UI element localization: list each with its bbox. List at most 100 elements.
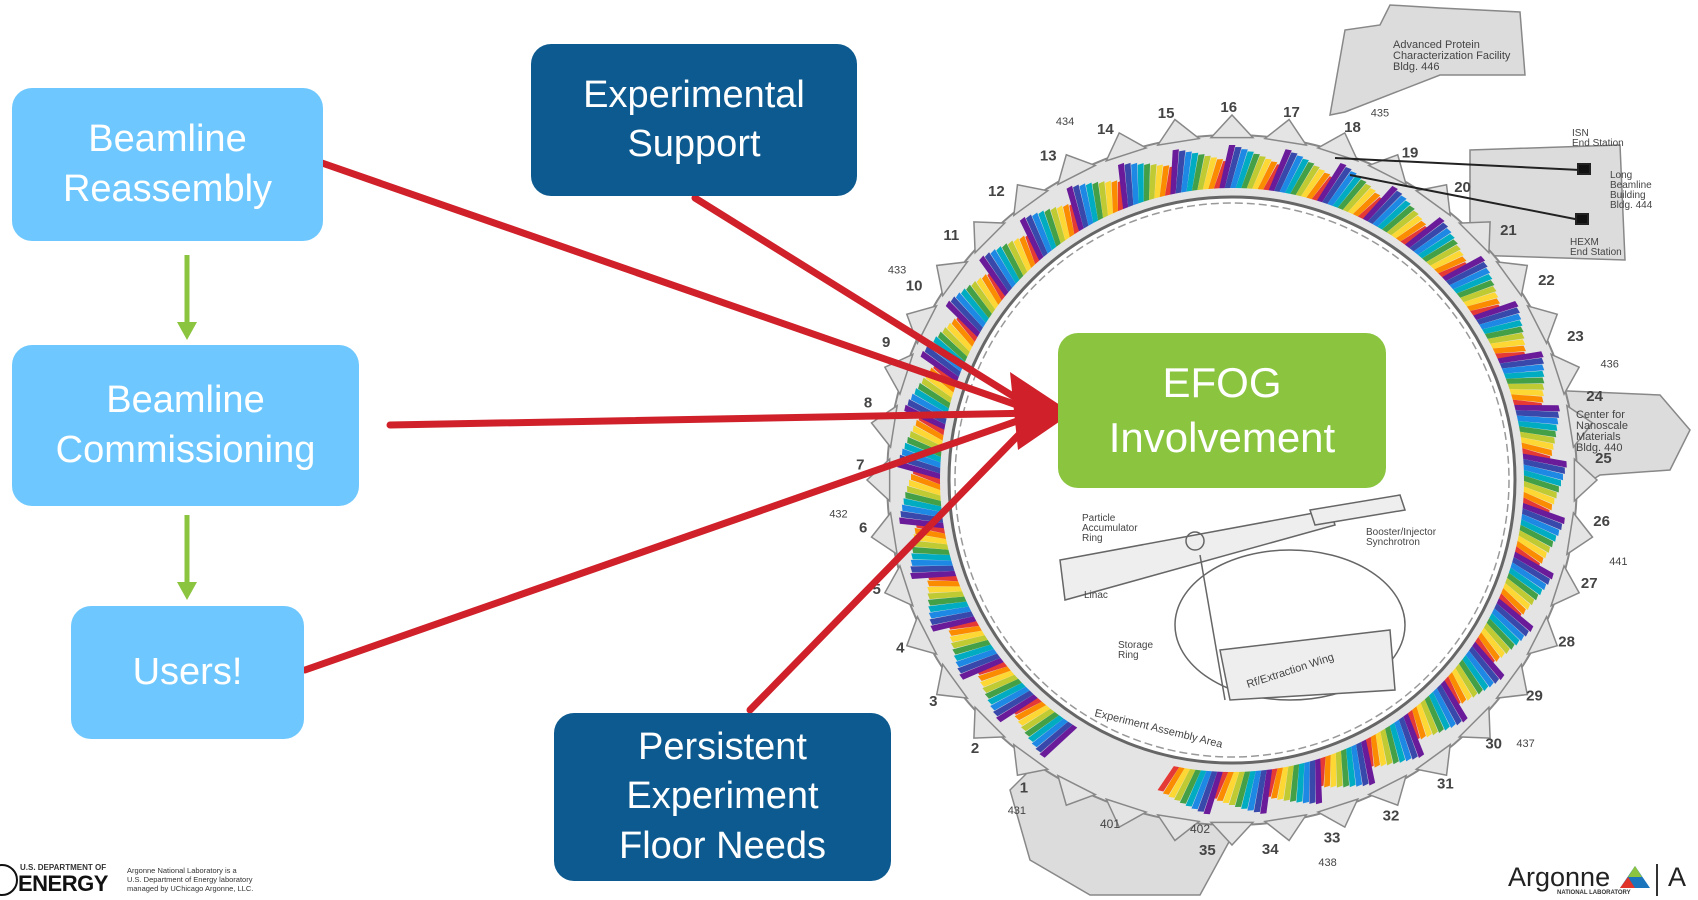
beamline-fan-segment (927, 586, 963, 593)
beamline-fan-segment (1191, 154, 1205, 191)
red-arrows (301, 159, 1044, 714)
beamline-fan-segment (1523, 475, 1559, 493)
beamline-fan-segment (979, 255, 1009, 297)
sector-label: 12 (988, 183, 1005, 200)
beamline-fan-segment (1426, 244, 1461, 266)
beamline-fan-segment (1521, 442, 1553, 457)
beamline-fan-segment (990, 249, 1016, 288)
beamline-fan-segment (945, 300, 981, 338)
beamline-fan-segment (950, 296, 983, 333)
beamline-fan-segment (1342, 183, 1372, 212)
beamline-fan-segment (984, 252, 1013, 293)
beamline-fan-segment (1035, 721, 1073, 753)
sector-label: 34 (1262, 841, 1279, 858)
beamline-fan-segment (1162, 767, 1185, 795)
beamline-fan-segment (1066, 185, 1084, 232)
beamline-fan-segment (1511, 394, 1544, 403)
beamline-fan-segment (1491, 608, 1525, 642)
ring-tooth (1549, 564, 1581, 608)
beamline-fan-segment (1309, 759, 1316, 804)
ring-tooth (883, 564, 915, 608)
sector-label: 17 (1283, 104, 1300, 121)
beamline-fan-segment (1063, 203, 1075, 238)
beamline-fan-segment (1235, 151, 1254, 189)
beamline-reassembly-box: Beamline Reassembly (12, 88, 323, 241)
beamline-fan-segment (1413, 228, 1452, 255)
sector-label: 33 (1324, 829, 1341, 846)
beamline-fan-segment (1098, 181, 1108, 219)
beamline-fan-segment (1482, 320, 1523, 335)
beamline-fan-segment (915, 419, 944, 441)
beamline-fan-segment (1445, 261, 1488, 286)
ring-tooth (1573, 457, 1599, 503)
beamline-fan-segment (1507, 572, 1539, 601)
beamline-fan-segment (1347, 188, 1376, 215)
beamline-fan-segment (928, 606, 972, 619)
beamline-fan-segment (1519, 431, 1555, 444)
beamline-fan-segment (1432, 688, 1456, 729)
beamline-fan-segment (910, 559, 953, 566)
beamline-fan-segment (901, 504, 943, 518)
beamline-fan-segment (1422, 239, 1458, 262)
cut-logo-letter: A (1668, 862, 1687, 892)
ring-tooth (1366, 774, 1408, 807)
beamline-fan-segment (1523, 486, 1555, 505)
arrow-support-to-efog (691, 194, 1044, 417)
beamline-fan-segment (1517, 420, 1558, 431)
beamline-fan-segment (1462, 655, 1489, 692)
beamline-fan-segment (1270, 767, 1283, 799)
beamline-fan-segment (1505, 577, 1535, 606)
beamline-fan-segment (1079, 183, 1094, 226)
beamline-fan-segment (1072, 184, 1089, 229)
beamline-fan-segment (1448, 672, 1467, 704)
sector-label: 16 (1220, 99, 1237, 116)
beamline-fan-segment (911, 546, 950, 556)
beamline-fan-segment (1449, 267, 1491, 290)
beamline-fan-segment (952, 639, 991, 655)
sector-label: 23 (1567, 328, 1584, 345)
beamline-fan-segment (1277, 766, 1289, 800)
beamline-fan-segment (1460, 286, 1497, 303)
sector-label: 29 (1526, 688, 1543, 705)
beamline-fan-segment (1241, 771, 1256, 809)
beamline-fan-segment (1056, 205, 1070, 241)
sector-label: 18 (1344, 119, 1361, 136)
beamline-fan-segment (1203, 771, 1223, 815)
doe-energy-text: ENERGY (18, 871, 108, 896)
rf-extraction-wing (1219, 629, 1396, 701)
transport-line (1199, 554, 1226, 701)
beamline-fan-segment (1289, 764, 1300, 802)
beamline-fan-segment (1230, 149, 1248, 189)
beamline-fan-segment (907, 485, 941, 501)
beamline-fan-segment (1372, 195, 1407, 227)
sector-label: 4 (896, 639, 905, 656)
sector-label: 32 (1383, 807, 1400, 824)
beamline-fan-segment (1522, 508, 1563, 531)
booster-synchrotron (1174, 549, 1406, 701)
beamline-fan-segment (1219, 145, 1236, 189)
sector-label: 28 (1558, 633, 1575, 650)
red-arrowhead (1010, 372, 1072, 450)
beamline-fan-segment (1002, 243, 1024, 280)
beamline-fan-segment (1510, 562, 1547, 591)
doe-seal-icon (0, 864, 18, 896)
beamline-fan-segment (949, 630, 985, 643)
beamline-fan-segment (1434, 256, 1467, 274)
beamline-fan-segment (1424, 695, 1444, 734)
beamline-fan-segment (1011, 698, 1042, 715)
beamline-fan-segment (1451, 667, 1472, 701)
doe-dept-text: U.S. DEPARTMENT OF (20, 863, 107, 872)
building-446 (1329, 4, 1526, 116)
beamline-fan-segment (1367, 190, 1403, 225)
beamline-fan-segment (1295, 165, 1320, 197)
beamline-fan-segment (1398, 716, 1418, 760)
beamline-fan-segment (1092, 181, 1104, 221)
beamline-fan-segment (1519, 524, 1554, 548)
beamline-fan-segment (1017, 705, 1051, 726)
beamline-fan-segment (953, 644, 994, 661)
beamline-fan-segment (1351, 744, 1363, 787)
arrow-reassembly-to-efog (318, 159, 1044, 417)
beamline-fan-segment (1496, 598, 1534, 632)
ring-tooth (1316, 797, 1360, 829)
